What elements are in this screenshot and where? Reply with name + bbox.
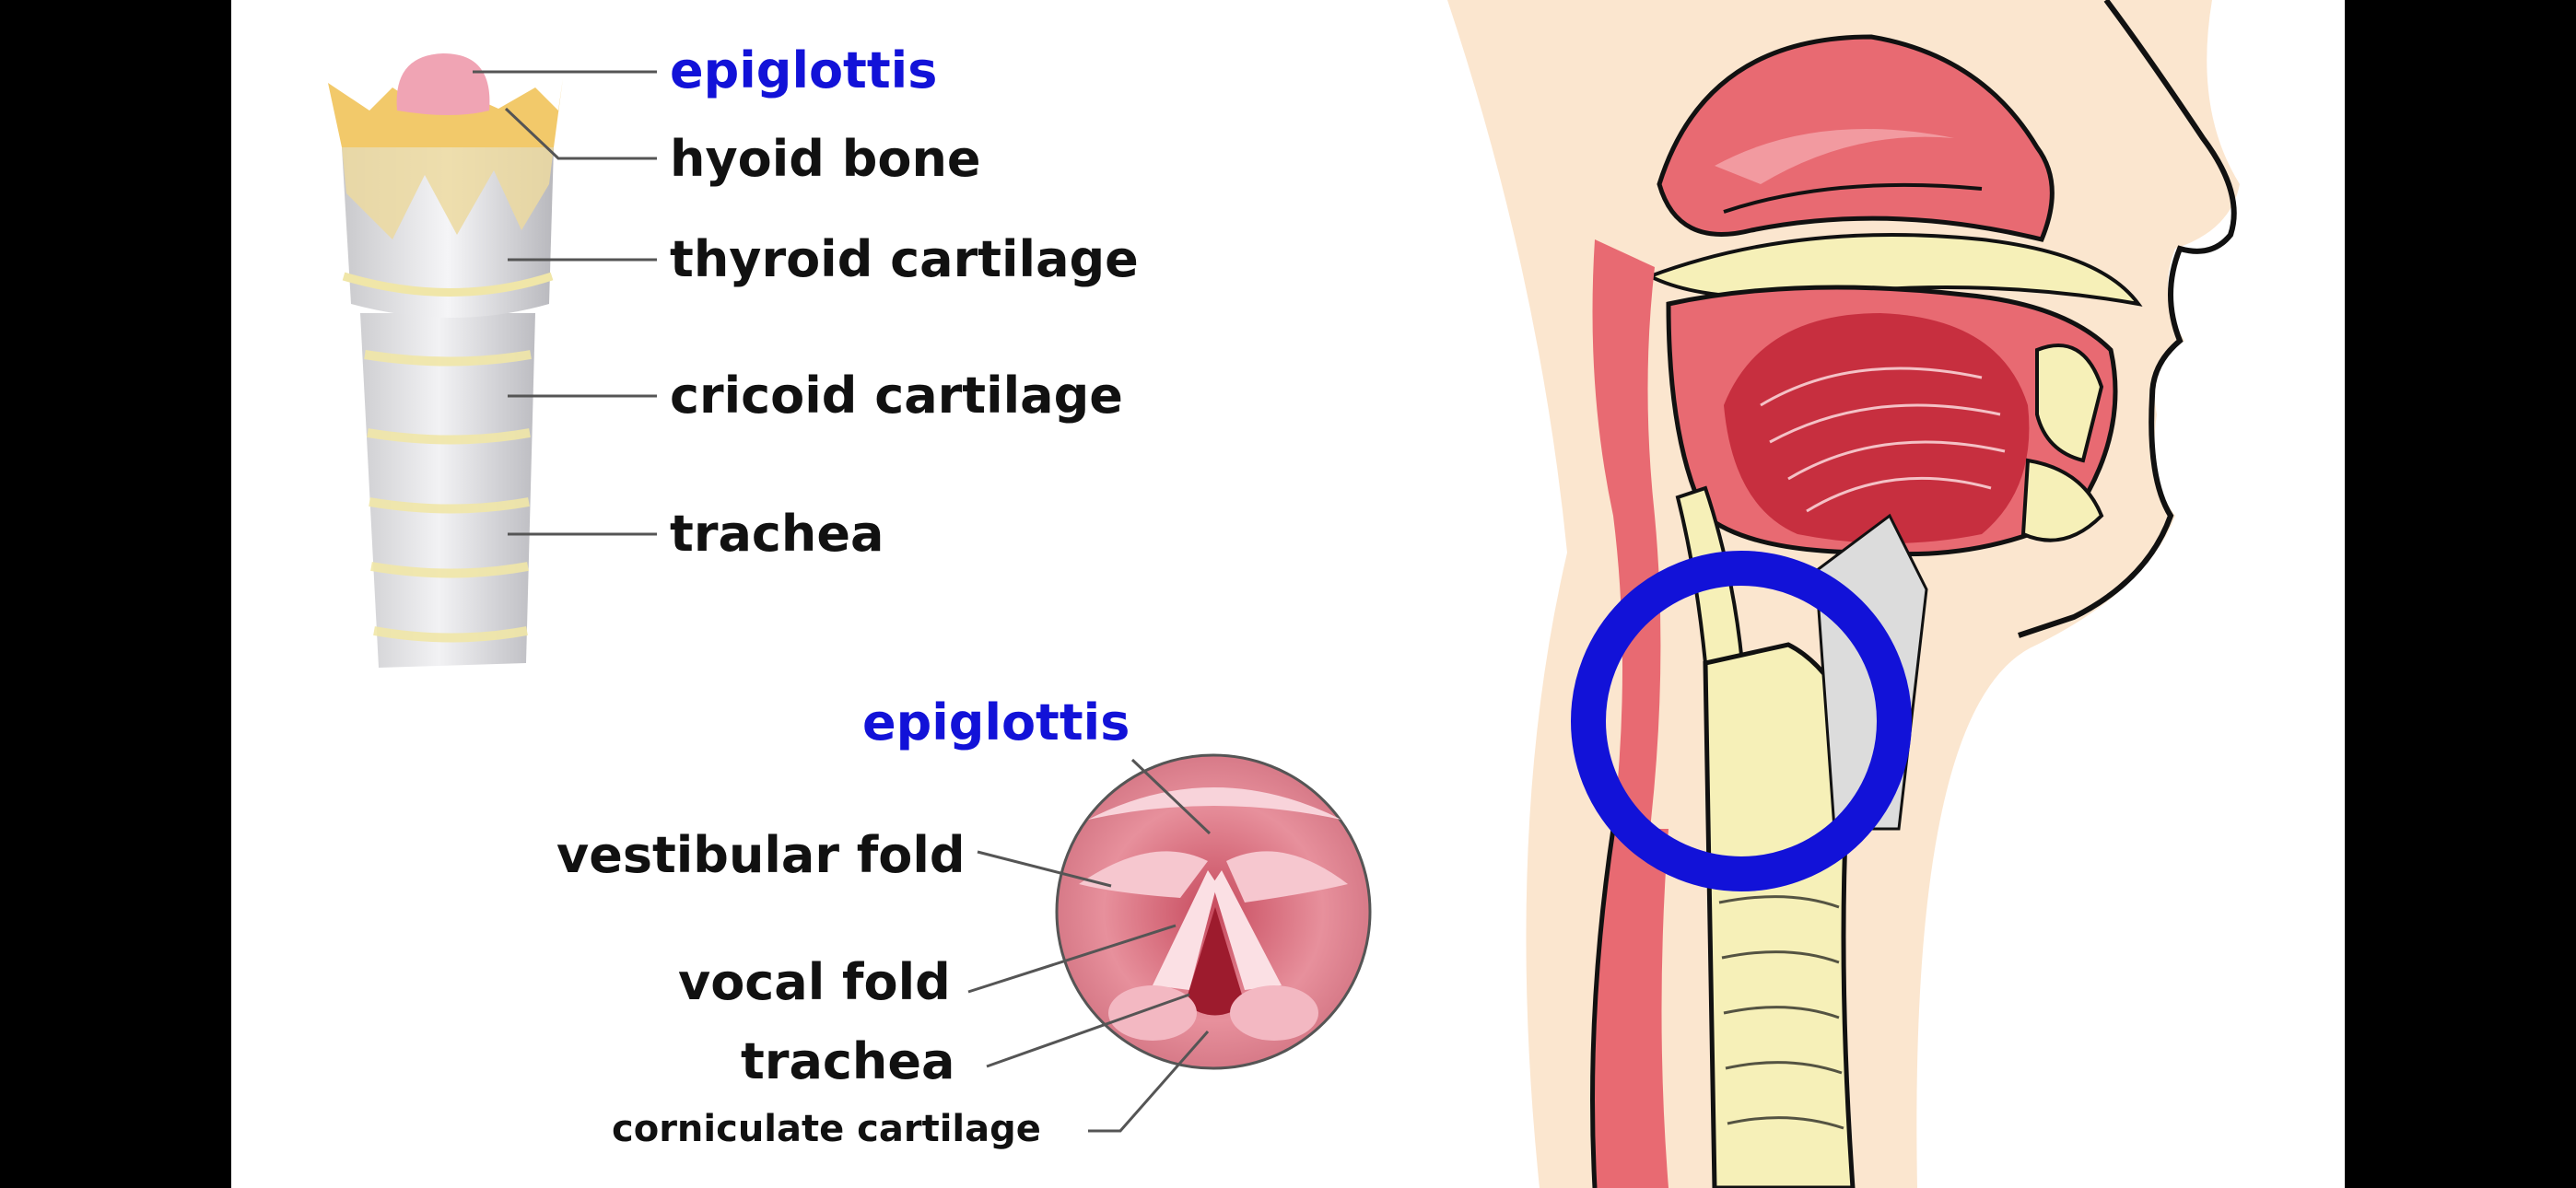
- highlight-ring: [1571, 551, 1912, 891]
- label-vestibular-fold: vestibular fold: [556, 826, 966, 884]
- glottis-illustration: [967, 753, 1372, 1133]
- label-corniculate-cartilage: corniculate cartilage: [612, 1108, 1041, 1150]
- label-hyoid-bone: hyoid bone: [670, 130, 981, 188]
- label-vocal-fold: vocal fold: [678, 953, 951, 1011]
- label-cricoid-cartilage: cricoid cartilage: [670, 367, 1123, 425]
- label-trachea-larynx: trachea: [670, 505, 884, 563]
- label-epiglottis-larynx: epiglottis: [670, 41, 938, 99]
- diagram-artwork: [328, 0, 2240, 1188]
- label-trachea-glottis: trachea: [741, 1032, 955, 1090]
- larynx-illustration: [328, 53, 657, 668]
- label-thyroid-cartilage: thyroid cartilage: [670, 230, 1139, 288]
- diagram-canvas: epiglottis hyoid bone thyroid cartilage …: [231, 0, 2345, 1188]
- label-epiglottis-glottis: epiglottis: [862, 693, 1130, 751]
